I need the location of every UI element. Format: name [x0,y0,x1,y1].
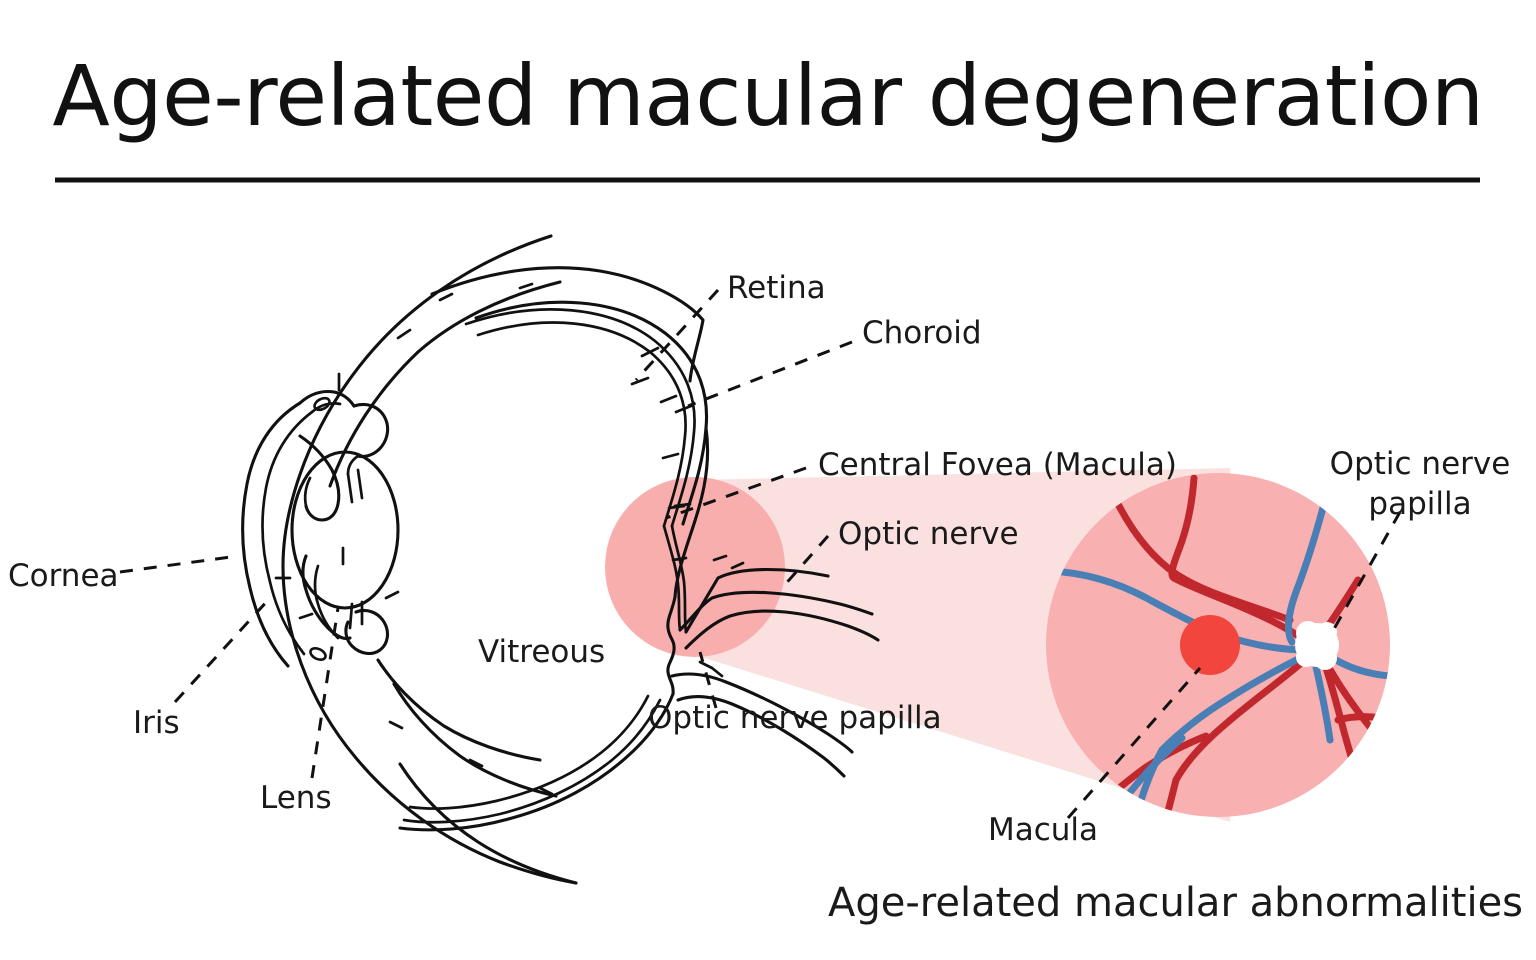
leader-iris [173,596,272,704]
label-iris: Iris [133,705,180,741]
macula-region-highlight [605,477,785,657]
leader-central-fovea [665,466,807,520]
optic-disc-lobe-c [1317,622,1337,642]
fundus-circle-group [1046,473,1390,817]
eye-cross-section-drawing [241,234,880,885]
optic-disc-lobe-d [1296,647,1316,667]
label-cornea: Cornea [8,558,119,594]
label-macula: Macula [988,812,1098,848]
label-choroid: Choroid [862,315,982,351]
label-retina: Retina [727,270,826,306]
leader-lens [310,607,340,779]
label-optic-nerve-papilla-right-line2: papilla [1368,486,1471,522]
leader-optic-nerve [780,535,830,589]
leader-choroid [687,340,853,408]
lens-shape [290,450,400,610]
label-central-fovea: Central Fovea (Macula) [818,447,1177,483]
optic-disc-lobe-a [1296,621,1320,645]
label-optic-nerve: Optic nerve [838,516,1019,552]
leader-cornea [119,554,239,574]
page-title: Age-related macular degeneration [52,47,1483,145]
leader-macula [1066,667,1202,819]
leader-optic-nerve-papilla [698,651,718,709]
optic-disc-lobe-b [1313,646,1337,670]
macula-spot [1180,615,1240,675]
bottom-caption: Age-related macular abnormalities [828,880,1523,926]
leader-retina [634,288,720,382]
label-lens: Lens [260,780,332,816]
label-optic-nerve-papilla-left: Optic nerve papilla [648,700,942,736]
label-optic-nerve-papilla-right-line1: Optic nerve [1330,446,1511,482]
label-vitreous: Vitreous [478,634,605,670]
